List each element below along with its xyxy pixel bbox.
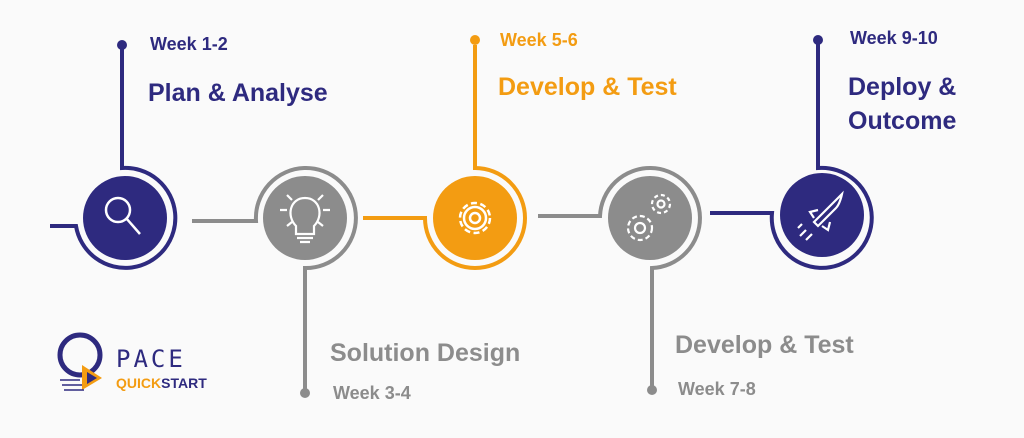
step-4-connector <box>538 166 702 390</box>
step-5-title-line1: Deploy & <box>848 73 957 101</box>
step-4-week: Week 7-8 <box>678 379 756 399</box>
gears-icon <box>626 193 672 242</box>
step-5-week: Week 9-10 <box>850 28 938 48</box>
lightbulb-icon <box>280 194 330 244</box>
step-1-title: Plan & Analyse <box>148 79 328 107</box>
step-5-dot <box>813 35 823 45</box>
step-1-dot <box>117 40 127 50</box>
step-2-title: Solution Design <box>330 339 521 367</box>
step-3-title: Develop & Test <box>498 73 677 101</box>
pace-logo-mark <box>57 332 103 391</box>
step-3-dot <box>470 35 480 45</box>
logo-sub-b: START <box>161 375 207 391</box>
step-3-week: Week 5-6 <box>500 30 578 50</box>
step-3-circle <box>433 176 517 260</box>
step-4-title: Develop & Test <box>675 331 854 359</box>
step-5-title-line2: Outcome <box>848 107 957 135</box>
logo-subtitle: QUICKSTART <box>116 375 207 391</box>
step-4-dot <box>647 385 657 395</box>
step-2-week: Week 3-4 <box>333 383 411 403</box>
step-4-circle <box>608 176 692 260</box>
step-1-week: Week 1-2 <box>150 34 228 54</box>
step-2-dot <box>300 388 310 398</box>
logo-sub-a: QUICK <box>116 375 162 391</box>
step-3-connector <box>363 45 527 270</box>
step-1-connector <box>50 45 178 270</box>
rocket-icon <box>797 190 844 241</box>
logo-name: PACE <box>116 345 186 373</box>
step-2-connector <box>192 166 358 392</box>
step-5-connector <box>710 40 874 270</box>
step-1-circle <box>83 176 167 260</box>
step-2-circle <box>263 176 347 260</box>
magnifier-icon <box>104 196 141 235</box>
gear-icon <box>458 201 492 235</box>
